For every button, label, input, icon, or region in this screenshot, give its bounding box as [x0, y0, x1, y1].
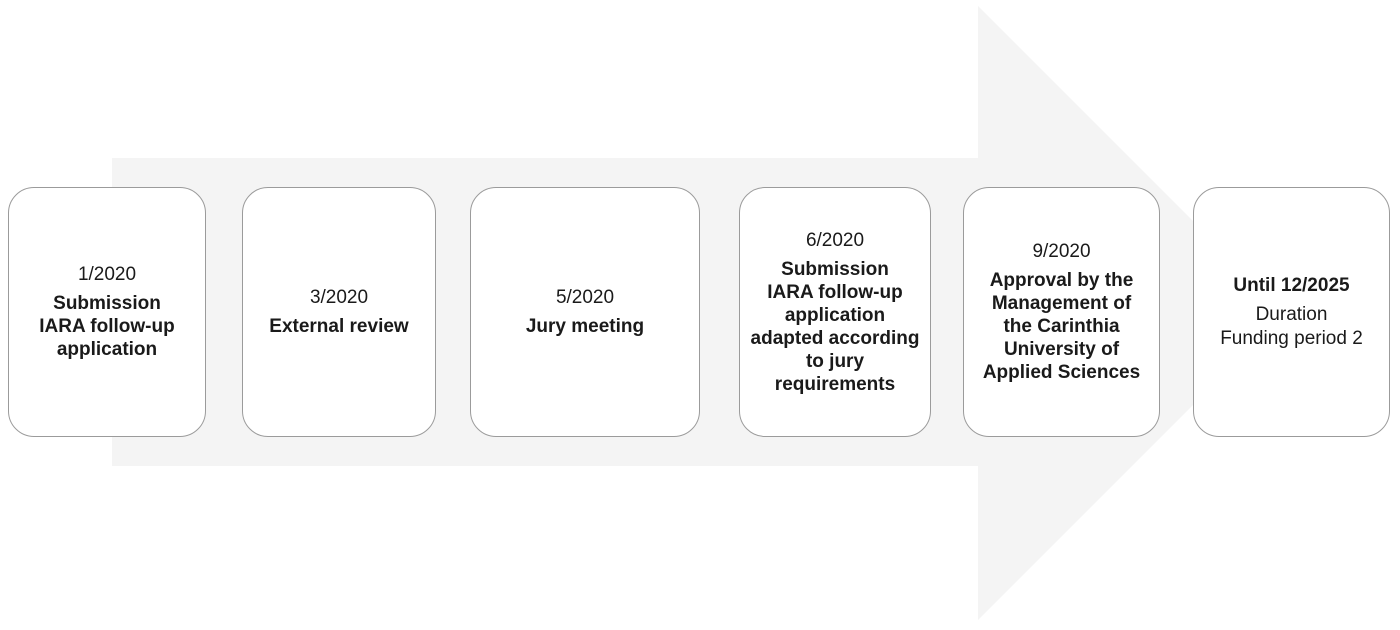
card-title: Duration Funding period 2: [1220, 303, 1363, 349]
timeline-card-duration: Until 12/2025 Duration Funding period 2: [1193, 187, 1390, 437]
card-title: Submission IARA follow-up application: [39, 293, 175, 360]
timeline-card-adapted-submission: 6/2020 Submission IARA follow-up applica…: [739, 187, 931, 437]
card-date: 1/2020: [77, 264, 137, 285]
card-title: Submission IARA follow-up application ad…: [750, 258, 920, 395]
timeline-card-external-review: 3/2020 External review: [242, 187, 436, 437]
timeline-card-approval: 9/2020 Approval by the Management of the…: [963, 187, 1160, 437]
card-date: 6/2020: [805, 229, 865, 251]
card-title: Jury meeting: [525, 316, 645, 337]
timeline-card-jury-meeting: 5/2020 Jury meeting: [470, 187, 700, 437]
card-date: 9/2020: [1032, 241, 1091, 262]
card-title: External review: [269, 316, 409, 337]
card-date: 5/2020: [555, 287, 615, 308]
card-date: Until 12/2025: [1233, 274, 1350, 296]
timeline-card-submission: 1/2020 Submission IARA follow-up applica…: [8, 187, 206, 437]
card-title: Approval by the Management of the Carint…: [982, 270, 1141, 383]
card-date: 3/2020: [309, 287, 369, 308]
